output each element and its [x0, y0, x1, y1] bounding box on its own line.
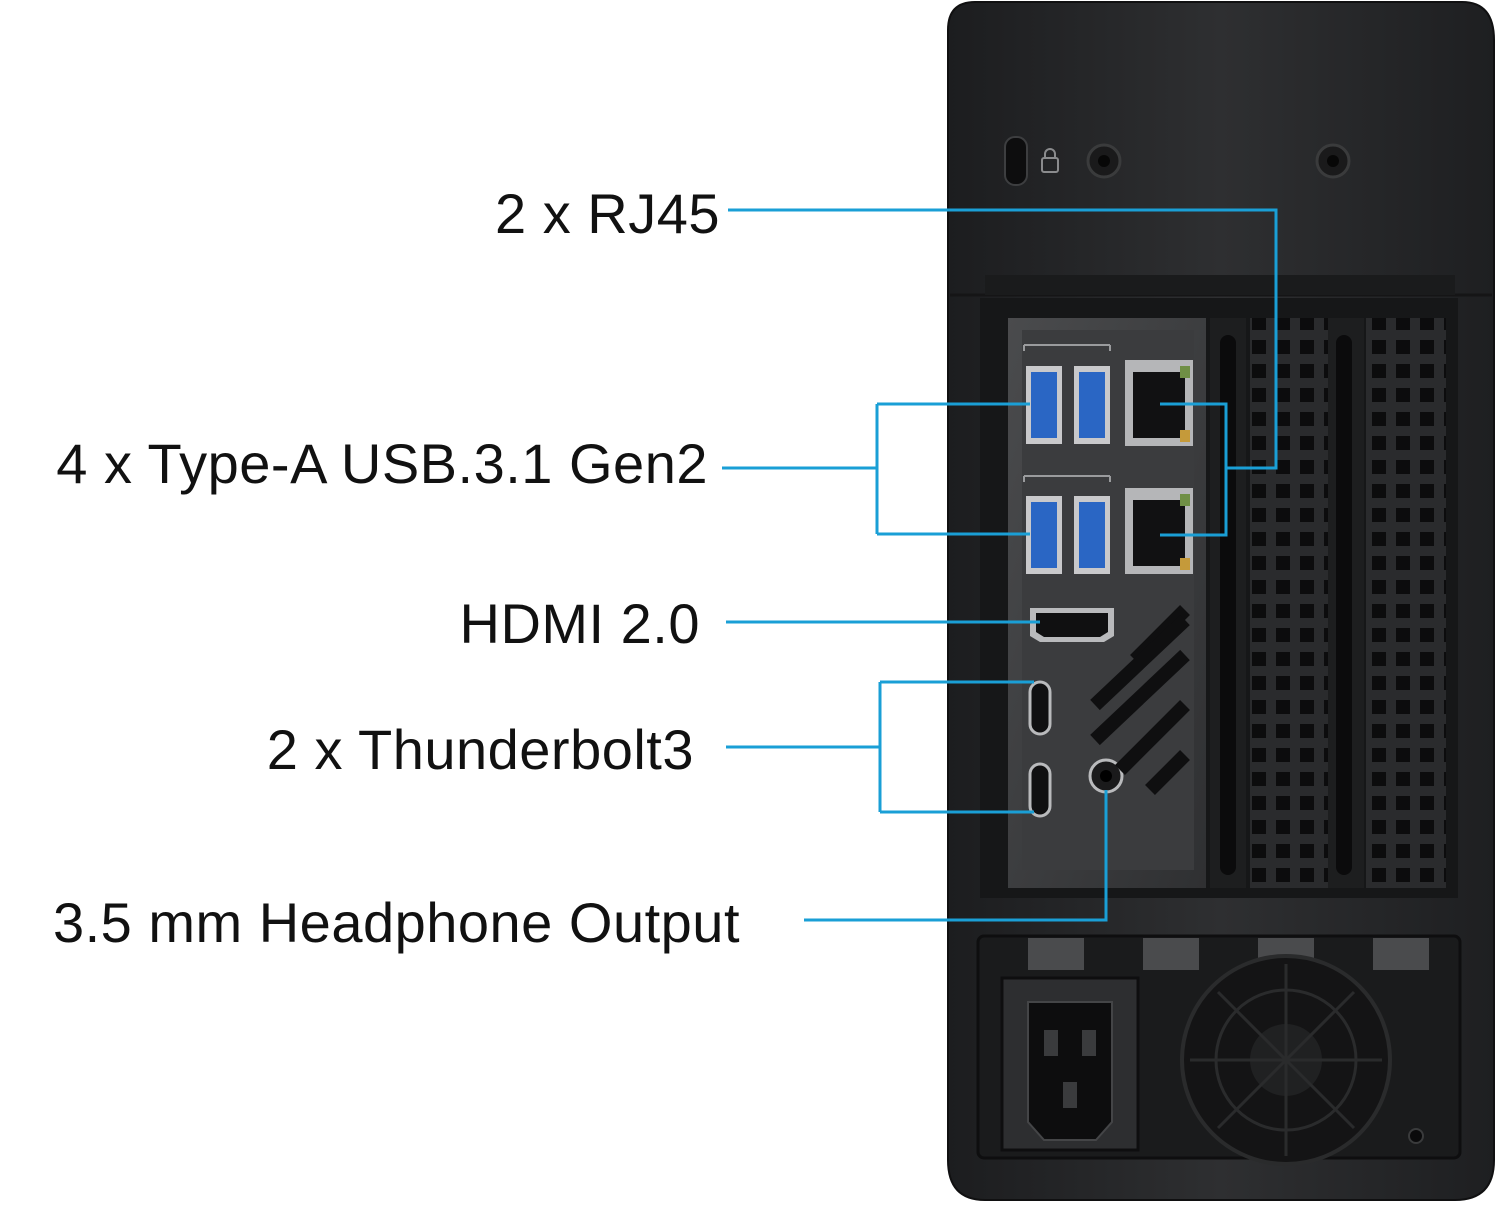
pcie-vent-1 [1250, 318, 1328, 888]
usb-ports [1026, 366, 1110, 574]
headphone-leader [804, 790, 1108, 922]
hdmi-callout-label: HDMI 2.0 [459, 592, 700, 655]
thunderbolt-leader [726, 680, 1034, 814]
pcie-vent-2 [1366, 318, 1446, 888]
rj45-leader [728, 208, 1278, 537]
kensington-slot [1004, 136, 1028, 186]
io-vent-slats [1090, 605, 1190, 795]
thunderbolt-callout-label: 2 x Thunderbolt3 [266, 718, 694, 781]
thunderbolt-ports [1028, 680, 1052, 818]
rj45-callout-label: 2 x RJ45 [495, 182, 720, 245]
hdmi-port [1030, 608, 1114, 642]
power-inlet [1000, 976, 1140, 1152]
leader-lines [722, 208, 1278, 922]
lock-icon [1041, 148, 1059, 173]
headphone-callout-label: 3.5 mm Headphone Output [52, 891, 740, 954]
psu-fan [1180, 954, 1392, 1166]
usb-leader [722, 402, 1030, 536]
usb-callout-label: 4 x Type-A USB.3.1 Gen2 [56, 432, 708, 495]
